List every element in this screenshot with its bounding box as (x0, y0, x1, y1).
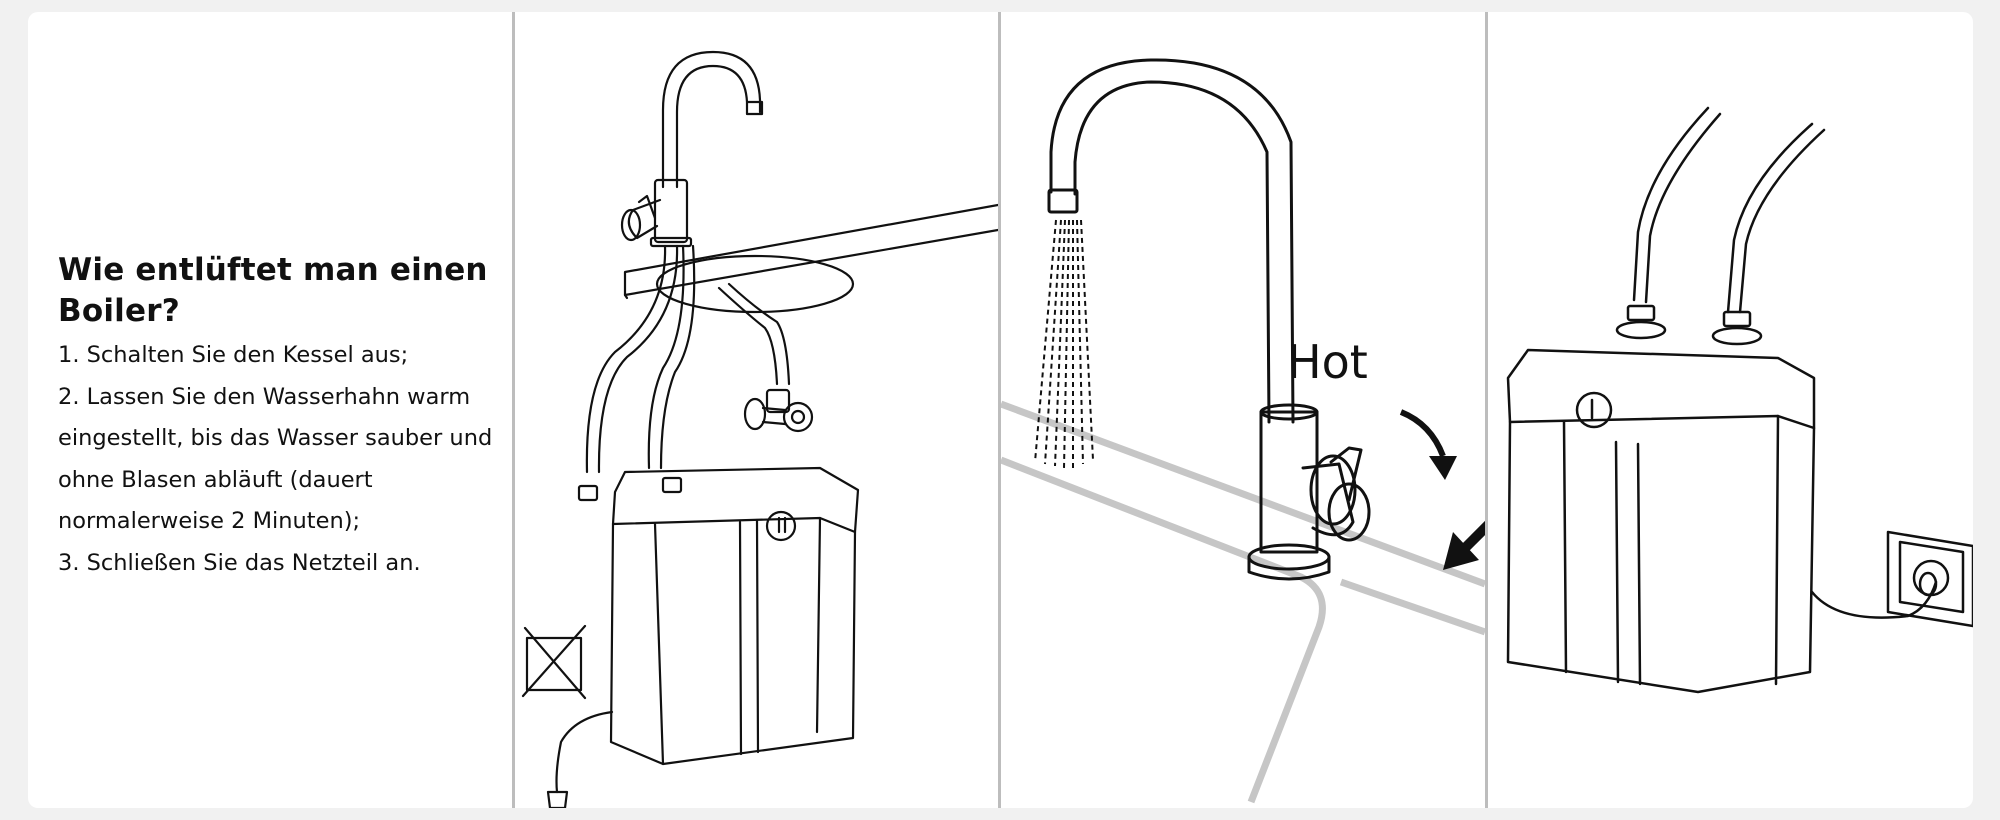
divider-3 (1485, 12, 1488, 808)
rotate-arrow-icon (1399, 409, 1457, 480)
steps-list: 1. Schalten Sie den Kessel aus; 2. Lasse… (58, 335, 508, 584)
illustration-hot-faucet: Hot (1001, 58, 1485, 804)
instruction-card: Wie entlüftet man einen Boiler? 1. Schal… (28, 12, 1973, 808)
hot-label: Hot (1287, 335, 1368, 389)
text-panel: Wie entlüftet man einen Boiler? 1. Schal… (58, 250, 508, 584)
illustration-boiler-under-sink (521, 50, 998, 808)
illustration-plugged-boiler (1506, 106, 1973, 694)
divider-2 (998, 12, 1001, 808)
step-1: 1. Schalten Sie den Kessel aus; (58, 342, 409, 368)
wall-socket-icon (1886, 530, 1973, 628)
step-3: 3. Schließen Sie das Netzteil an. (58, 549, 421, 576)
power-plug-icon (1918, 571, 1938, 597)
down-arrow-icon (1443, 520, 1485, 570)
crossed-out-plug-icon (521, 624, 587, 700)
divider-1 (512, 12, 515, 808)
step-2: 2. Lassen Sie den Wasserhahn warm einges… (58, 383, 493, 535)
page-title: Wie entlüftet man einen Boiler? (58, 252, 488, 329)
